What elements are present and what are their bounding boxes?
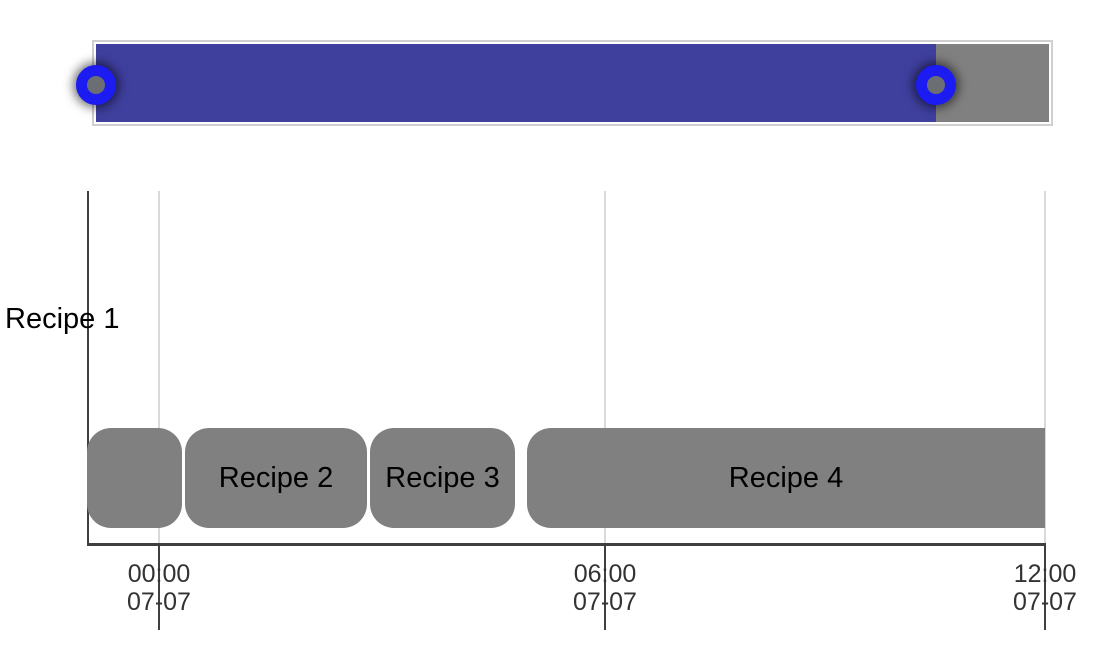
- bar-label: Recipe 3: [385, 461, 500, 494]
- x-axis-line: [87, 543, 1046, 546]
- tick-date: 07-07: [1013, 588, 1077, 616]
- tick-date: 07-07: [127, 588, 191, 616]
- range-slider-left-handle[interactable]: [76, 65, 116, 105]
- tick-time: 06:00: [573, 560, 637, 588]
- tick-date: 07-07: [573, 588, 637, 616]
- tick-label-12-00: 12:00 07-07: [975, 560, 1108, 616]
- bar-label: Recipe 2: [218, 461, 334, 494]
- range-slider-track[interactable]: [96, 44, 1049, 122]
- bar-recipe-3[interactable]: Recipe 3: [370, 428, 515, 528]
- range-slider-right-handle[interactable]: [916, 65, 956, 105]
- range-slider[interactable]: [92, 40, 1053, 126]
- gridline-06-00: [604, 191, 606, 543]
- bar-label: Recipe 4: [728, 461, 844, 494]
- y-axis-line: [87, 191, 89, 543]
- tick-label-06-00: 06:00 07-07: [535, 560, 675, 616]
- tick-mark-00-00: [158, 546, 160, 630]
- bar-recipe-2[interactable]: Recipe 2: [185, 428, 367, 528]
- tick-mark-12-00: [1044, 546, 1046, 630]
- bar-recipe-4[interactable]: Recipe 4: [527, 428, 1045, 528]
- range-slider-selected-region[interactable]: [96, 44, 936, 122]
- tick-label-00-00: 00:00 07-07: [89, 560, 229, 616]
- y-axis-category-label: Recipe 1: [5, 303, 120, 335]
- bar-unlabeled[interactable]: [87, 428, 182, 528]
- tick-time: 00:00: [127, 560, 191, 588]
- gridline-00-00: [158, 191, 160, 543]
- gridline-12-00: [1044, 191, 1046, 543]
- tick-time: 12:00: [1013, 560, 1077, 588]
- tick-mark-06-00: [604, 546, 606, 630]
